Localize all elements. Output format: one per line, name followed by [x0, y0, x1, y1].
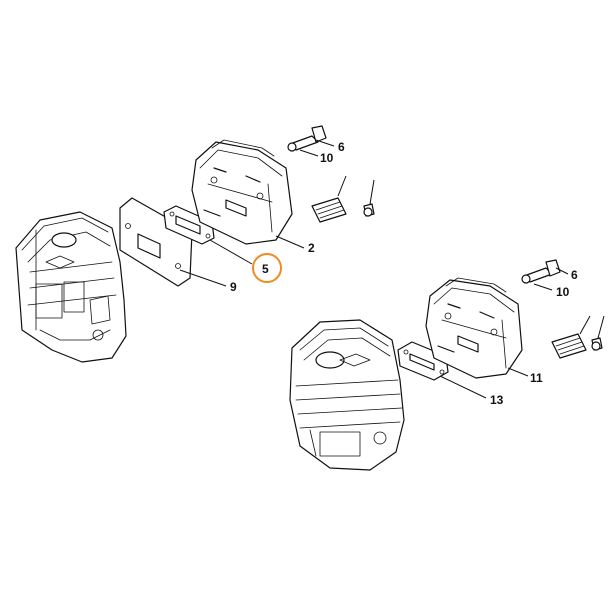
engine-block-right	[289, 319, 405, 471]
muffler-upper	[191, 139, 293, 245]
muffler-lower	[425, 277, 523, 379]
callout-10-lower[interactable]: 10	[556, 285, 570, 299]
callout-10-upper[interactable]: 10	[320, 151, 334, 165]
gasket-plate-9	[119, 197, 193, 287]
leader-lines	[179, 139, 605, 399]
callout-2[interactable]: 2	[308, 241, 315, 255]
callout-13[interactable]: 13	[490, 393, 504, 407]
callout-5[interactable]: 5	[262, 262, 269, 276]
callout-9[interactable]: 9	[230, 280, 237, 294]
callout-6-lower[interactable]: 6	[571, 268, 578, 282]
callout-labels: 6 10 2 9 6 10 11 13	[230, 140, 578, 407]
gasket-13	[397, 341, 449, 381]
screen-upper	[311, 197, 375, 223]
callout-5-highlight[interactable]: 5	[252, 253, 282, 283]
bolt-lower	[521, 259, 561, 284]
callout-6-upper[interactable]: 6	[338, 140, 345, 154]
screen-lower	[551, 333, 603, 359]
callout-11[interactable]: 11	[530, 371, 543, 385]
bolt-upper	[287, 125, 327, 152]
gasket-5	[163, 205, 215, 245]
engine-block-left	[15, 211, 127, 363]
